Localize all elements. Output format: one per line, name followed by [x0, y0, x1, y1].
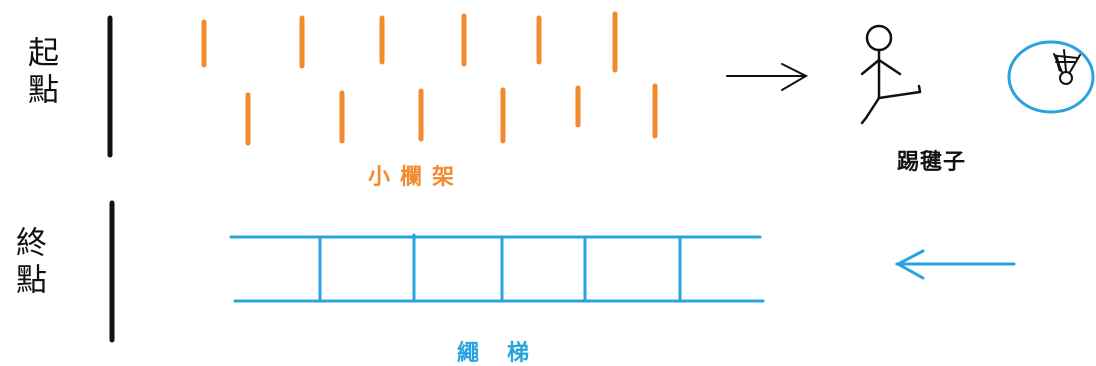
arrow-right-icon	[726, 63, 809, 91]
hurdles	[201, 11, 658, 146]
shuttlecock-kick-label: 踢毽子	[897, 150, 967, 175]
rope-ladder	[229, 233, 765, 303]
hurdles-label: 小欄架	[368, 165, 465, 190]
rope-ladder-label: 繩梯	[457, 341, 558, 366]
finish-label: 終點	[10, 226, 46, 300]
shuttlecock-ring	[1007, 40, 1095, 114]
shuttlecock-icon	[1053, 49, 1081, 85]
stick-figure-kicking-icon	[860, 24, 922, 125]
start-label: 起點	[22, 36, 58, 110]
arrow-left-icon	[894, 249, 1016, 280]
